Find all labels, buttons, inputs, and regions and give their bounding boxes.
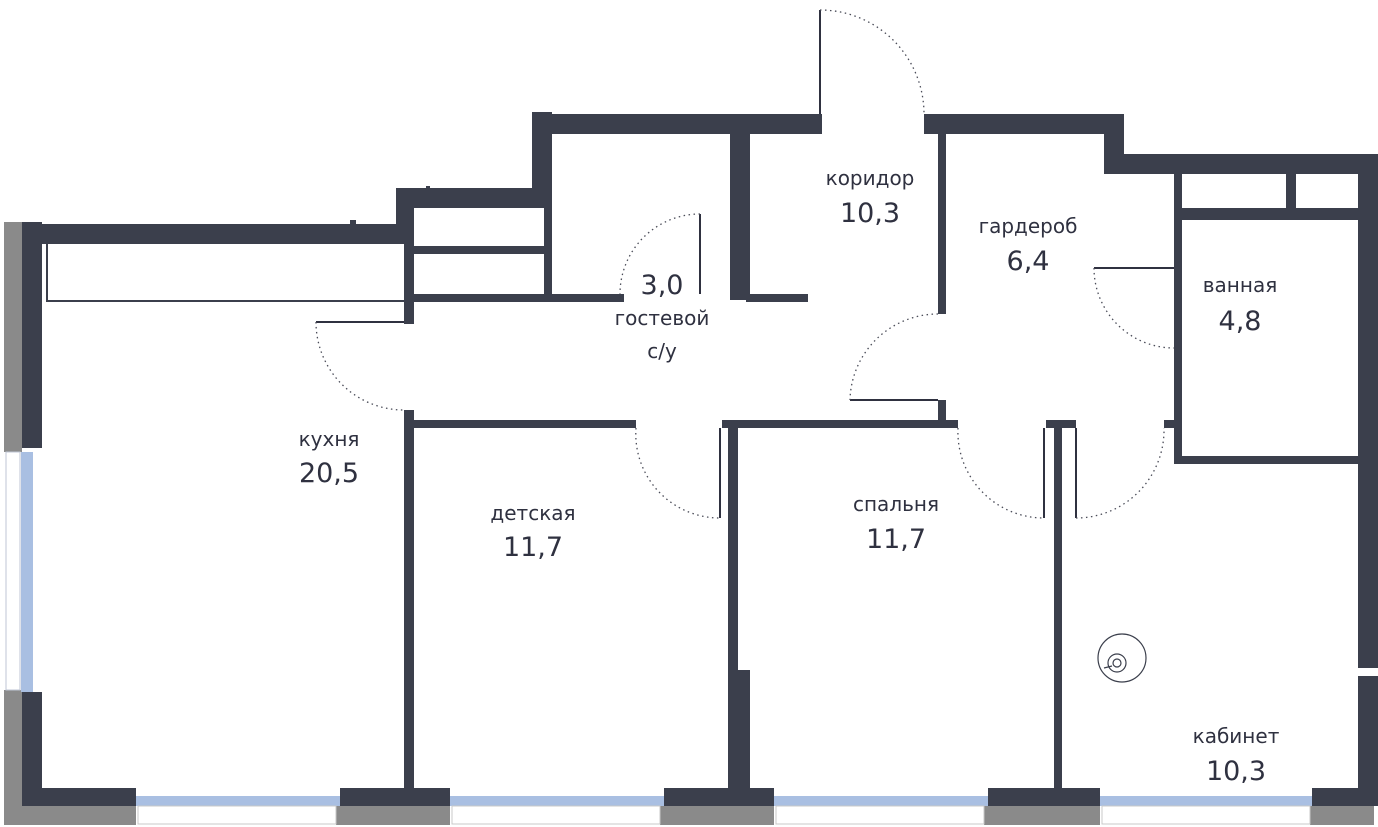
room-name-office: кабинет bbox=[1193, 724, 1280, 748]
walls bbox=[22, 112, 1378, 806]
room-name-bedroom: спальня bbox=[853, 492, 939, 516]
door-swings bbox=[315, 9, 1175, 519]
room-area-wc: 3,0 bbox=[641, 270, 684, 301]
room-area-wardrobe: 6,4 bbox=[1007, 246, 1050, 277]
room-area-office: 10,3 bbox=[1206, 756, 1266, 787]
room-labels: кухня 20,5 детская 11,7 спальня 11,7 каб… bbox=[299, 166, 1280, 787]
room-name-wardrobe: гардероб bbox=[979, 214, 1078, 238]
floor-drain-icon bbox=[1097, 633, 1147, 683]
room-area-bedroom: 11,7 bbox=[866, 524, 926, 555]
room-area-kitchen: 20,5 bbox=[299, 458, 359, 489]
room-name-kids: детская bbox=[490, 501, 575, 525]
room-name-wc-line2: с/у bbox=[647, 339, 677, 363]
room-area-bath: 4,8 bbox=[1219, 306, 1262, 337]
room-name-kitchen: кухня bbox=[299, 427, 360, 451]
room-name-wc-line1: гостевой bbox=[615, 306, 710, 330]
windows bbox=[5, 451, 1312, 825]
room-area-corridor: 10,3 bbox=[840, 198, 900, 229]
room-name-bath: ванная bbox=[1203, 273, 1277, 297]
facade-strip bbox=[4, 222, 1374, 825]
room-area-kids: 11,7 bbox=[503, 532, 563, 563]
room-name-corridor: коридор bbox=[826, 166, 915, 190]
door-leaves bbox=[316, 10, 1174, 518]
